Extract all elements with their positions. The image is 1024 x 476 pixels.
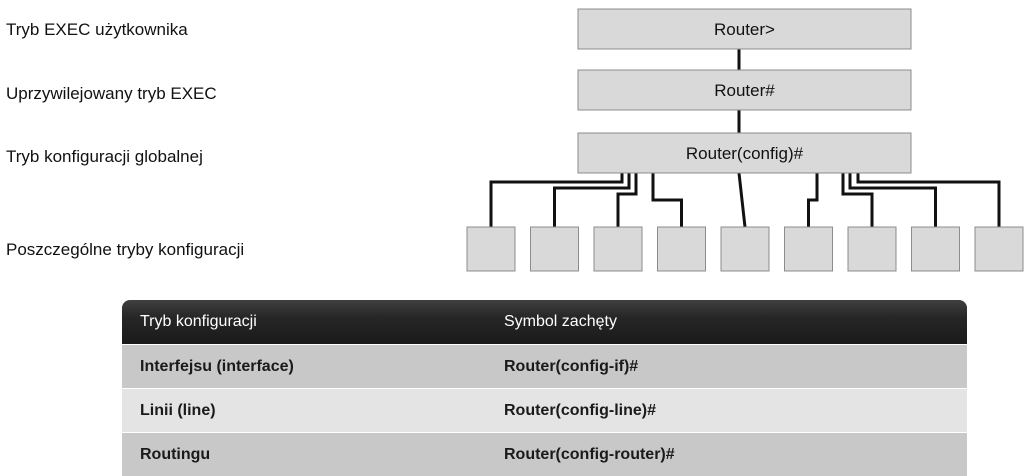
level-label-privileged-exec: Uprzywilejowany tryb EXEC xyxy=(6,84,217,103)
branch-connector xyxy=(651,173,683,227)
branch-connector xyxy=(616,173,638,227)
row-prompt: Router(config-if)# xyxy=(504,358,639,375)
header-config-mode: Tryb konfiguracji xyxy=(140,313,257,330)
table-row: Routingu Router(config-router)# xyxy=(122,432,967,476)
table-header: Tryb konfiguracji Symbol zachęty xyxy=(122,300,967,344)
mode-box xyxy=(577,8,912,50)
branch-connector xyxy=(848,173,937,227)
mode-box xyxy=(577,69,912,111)
sub-mode-box xyxy=(784,226,833,272)
branch-connector xyxy=(553,173,631,227)
table-row: Interfejsu (interface) Router(config-if)… xyxy=(122,344,967,388)
table-row: Linii (line) Router(config-line)# xyxy=(122,388,967,432)
sub-mode-box xyxy=(593,226,643,272)
sub-mode-box xyxy=(720,226,770,272)
mode-hierarchy-diagram: Router> Router# Router(config)# xyxy=(466,8,1024,272)
row-mode-name: Linii (line) xyxy=(140,402,216,419)
branch-connector xyxy=(856,173,1001,227)
config-modes-table: Tryb konfiguracji Symbol zachęty Interfe… xyxy=(122,300,967,476)
row-prompt: Router(config-line)# xyxy=(504,402,656,419)
branch-connector xyxy=(841,173,874,227)
level-label-sub-modes: Poszczególne tryby konfiguracji xyxy=(6,240,245,259)
row-mode-name: Routingu xyxy=(140,446,211,463)
sub-mode-box xyxy=(847,226,897,272)
level-label-global-config: Tryb konfiguracji globalnej xyxy=(6,147,203,166)
sub-mode-box xyxy=(974,226,1024,272)
sub-mode-box xyxy=(657,226,706,272)
sub-mode-box xyxy=(530,226,579,272)
mode-prompt: Router(config)# xyxy=(686,144,804,163)
branch-connector xyxy=(807,173,819,227)
sub-mode-box xyxy=(466,226,516,272)
branch-connector xyxy=(737,172,747,228)
header-prompt-symbol: Symbol zachęty xyxy=(504,313,617,330)
mode-prompt: Router# xyxy=(714,81,775,100)
mode-prompt: Router> xyxy=(714,20,775,39)
branch-connector xyxy=(489,173,624,227)
sub-mode-box xyxy=(911,226,960,272)
row-prompt: Router(config-router)# xyxy=(504,446,675,463)
row-mode-name: Interfejsu (interface) xyxy=(140,358,294,375)
level-label-user-exec: Tryb EXEC użytkownika xyxy=(6,20,188,39)
mode-box xyxy=(577,132,912,174)
